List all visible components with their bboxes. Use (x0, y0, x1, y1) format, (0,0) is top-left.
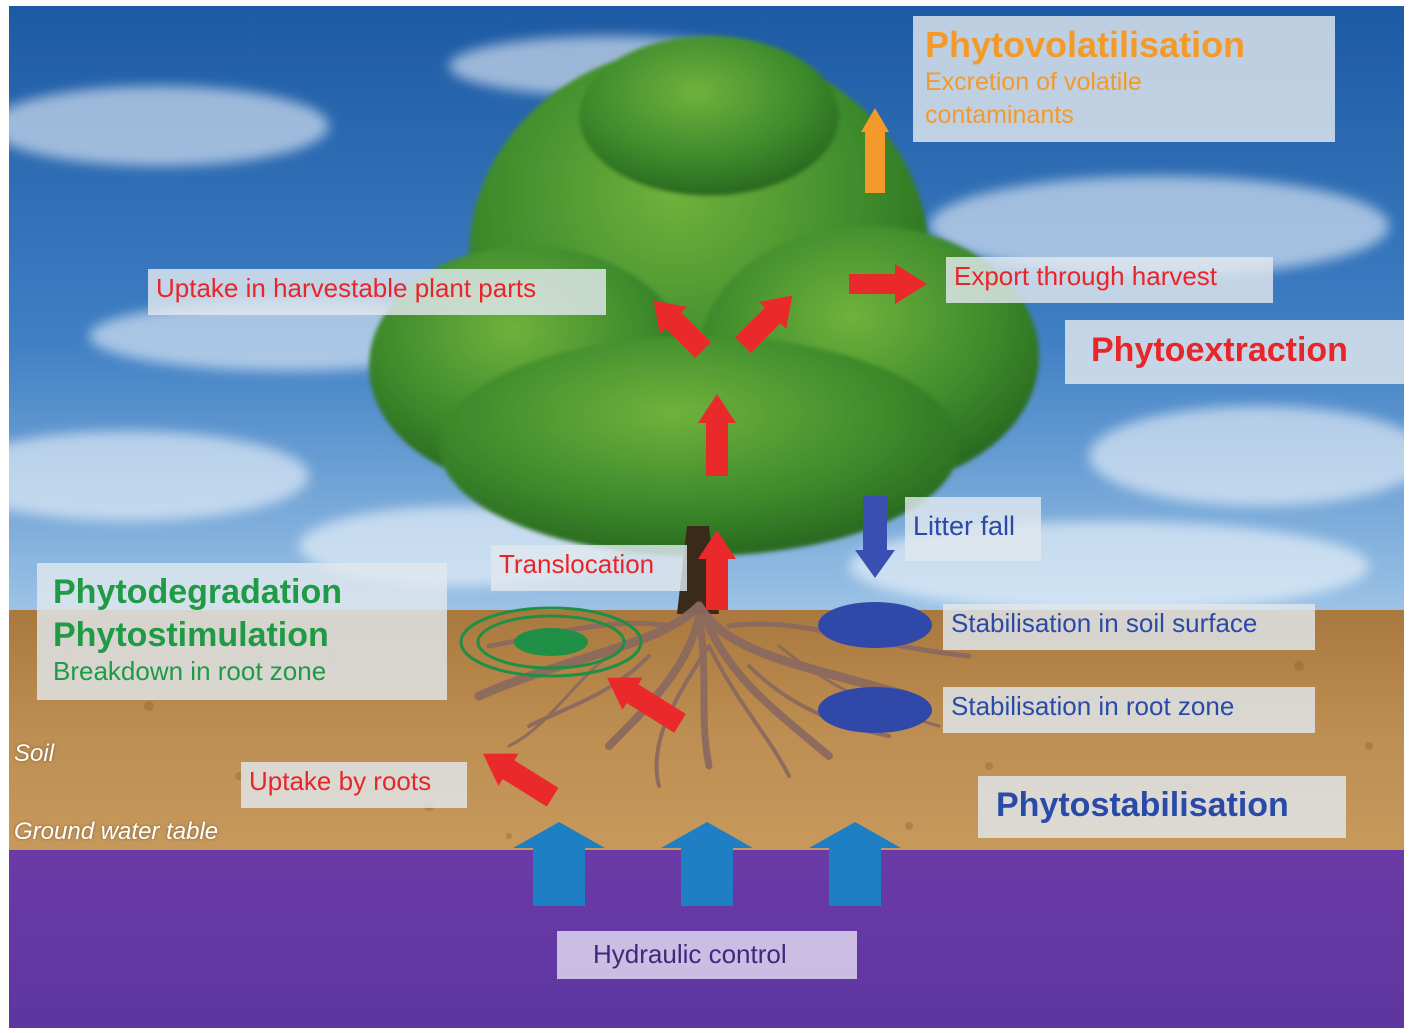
hydraulic-arrows (513, 822, 901, 906)
disc-icon (818, 602, 932, 648)
phytoextraction-label: Phytoextraction (1065, 320, 1404, 384)
uptake-by-roots-label: Uptake by roots (241, 762, 467, 808)
phytoremediation-diagram: Phytovolatilisation Excretion of volatil… (9, 6, 1404, 1028)
soil-label: Soil (14, 740, 54, 768)
litter-fall-label: Litter fall (905, 497, 1041, 561)
export-harvest-label: Export through harvest (946, 257, 1273, 303)
translocation-label: Translocation (491, 545, 687, 591)
phytostabilisation-label: Phytostabilisation (978, 776, 1346, 838)
phytostimulation-title: Phytostimulation (53, 614, 431, 657)
diagram-artwork (9, 6, 1404, 1028)
hydraulic-control-label: Hydraulic control (557, 931, 857, 979)
stabilisation-soil-surface-label: Stabilisation in soil surface (943, 604, 1315, 650)
disc-icon (818, 687, 932, 733)
ground-water-table-label: Ground water table (14, 818, 218, 846)
breakdown-root-zone: Breakdown in root zone (53, 656, 431, 687)
stabilisation-root-zone-label: Stabilisation in root zone (943, 687, 1315, 733)
phytovolatilisation-desc: Excretion of volatile contaminants (925, 66, 1215, 131)
phytodegradation-title: Phytodegradation (53, 571, 431, 614)
phytodegradation-box: Phytodegradation Phytostimulation Breakd… (37, 563, 447, 700)
uptake-harvestable-label: Uptake in harvestable plant parts (148, 269, 606, 315)
phytovolatilisation-box: Phytovolatilisation Excretion of volatil… (913, 16, 1335, 142)
phytovolatilisation-title: Phytovolatilisation (925, 24, 1323, 66)
